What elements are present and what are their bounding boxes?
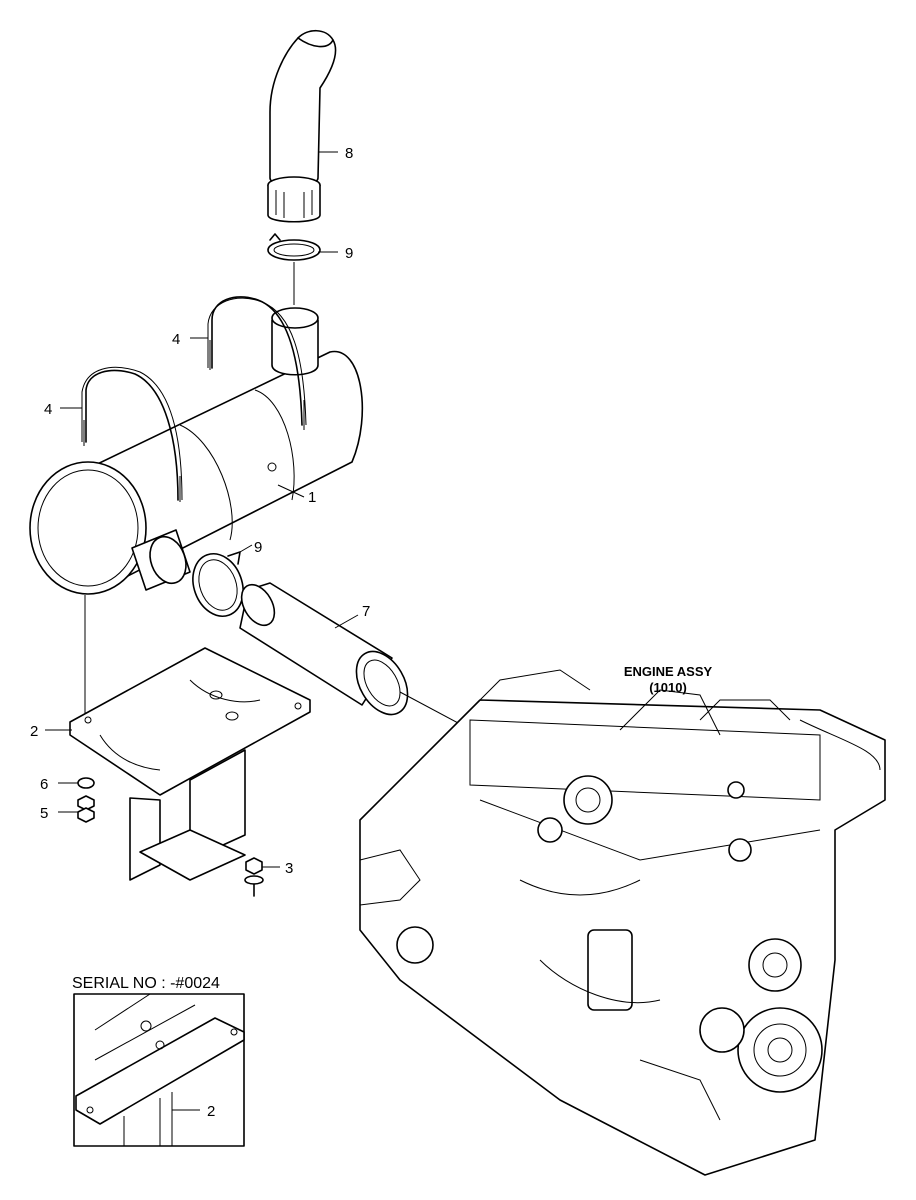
engine-assembly [359, 669, 886, 1176]
engine-assy-code: (1010) [649, 680, 687, 695]
u-bolt-lower [81, 366, 183, 502]
callout-8: 8 [345, 145, 353, 162]
callout-7: 7 [362, 603, 370, 620]
callout-3: 3 [285, 860, 293, 877]
callout-2: 2 [30, 723, 38, 740]
callout-2-inset: 2 [207, 1103, 215, 1120]
tail-pipe [267, 29, 337, 223]
callout-4-lower: 4 [44, 401, 52, 418]
top-clamp [267, 233, 321, 261]
nuts [77, 795, 95, 823]
inlet-clamp [192, 551, 244, 617]
callout-1: 1 [308, 489, 316, 506]
callout-6: 6 [40, 776, 48, 793]
muffler [29, 307, 364, 595]
bolt [244, 857, 264, 897]
bracket [69, 647, 311, 881]
callout-9-top: 9 [345, 245, 353, 262]
serial-number-label: SERIAL NO : -#0024 [72, 975, 220, 992]
u-bolt-upper [207, 296, 307, 430]
engine-assy-label: ENGINE ASSY [624, 664, 713, 679]
flex-pipe [239, 582, 409, 716]
serial-inset [73, 993, 245, 1147]
callout-4-upper: 4 [172, 331, 180, 348]
callout-5: 5 [40, 805, 48, 822]
leader-lines [45, 151, 359, 1111]
washer [77, 777, 95, 789]
callout-9-lower: 9 [254, 539, 262, 556]
